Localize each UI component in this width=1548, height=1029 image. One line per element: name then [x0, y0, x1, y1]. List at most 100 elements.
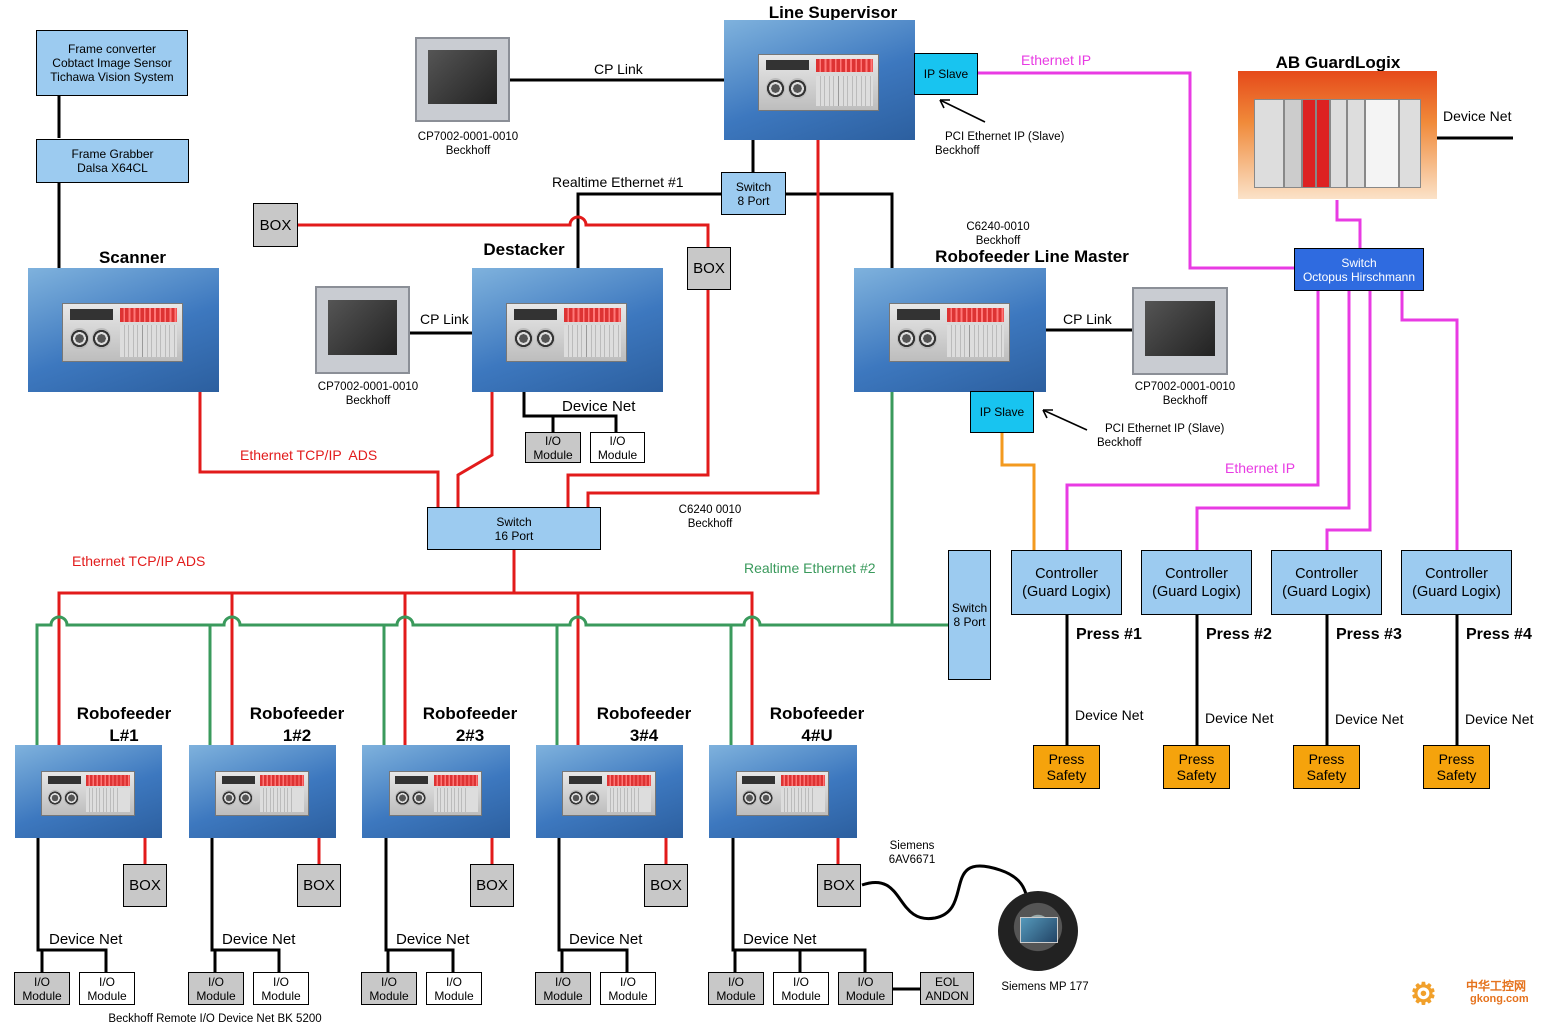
frame-grabber-line1: Frame Grabber — [71, 147, 154, 161]
line-supervisor-rack — [724, 20, 915, 140]
io-module-label-1: I/O — [792, 974, 809, 989]
press-safety-4: Press Safety — [1423, 745, 1490, 789]
io-module-label-2: Module — [533, 447, 573, 462]
switch-8-port-top: Switch 8 Port — [721, 172, 786, 215]
io-module-destacker-2: I/O Module — [590, 432, 645, 463]
switch-8-top-line1: Switch — [735, 179, 772, 194]
io-module-label-1: I/O — [380, 974, 397, 989]
robofeeder-3-title-line1: Robofeeder — [422, 704, 518, 723]
controller-3-line1: Controller — [1295, 565, 1358, 582]
cp-link-top-label: CP Link — [594, 61, 643, 77]
switch-16-port: Switch 16 Port — [427, 507, 601, 550]
io-module-rf1-2: I/O Module — [79, 972, 135, 1005]
io-module-rf5-2: I/O Module — [773, 972, 829, 1005]
box-robofeeder-5: BOX — [817, 864, 861, 907]
c6240-note-line1: C6240 0010 — [678, 504, 742, 516]
io-module-label-1: I/O — [554, 974, 571, 989]
robofeeder-4-title-line1: Robofeeder — [596, 704, 692, 723]
octopus-line1: Switch — [1341, 255, 1377, 270]
cp-line-master-caption: CP7002-0001-0010 Beckhoff — [1120, 380, 1250, 408]
io-module-rf4-1: I/O Module — [535, 972, 591, 1005]
c6240-note-line2: Beckhoff — [687, 518, 733, 530]
cp-panel-line-master — [1132, 287, 1228, 375]
pci-note-line-master: PCI Ethernet IP (Slave) Beckhoff — [1097, 422, 1224, 450]
cp-destacker-caption: CP7002-0001-0010 Beckhoff — [305, 380, 431, 408]
eol-andon-line1: EOL — [934, 974, 959, 989]
robofeeder-3-title: Robofeeder 2#3 — [406, 703, 534, 747]
line-master-caption-line2: Beckhoff — [975, 235, 1021, 247]
controller-press-4: Controller (Guard Logix) — [1401, 550, 1512, 615]
ip-slave-line-master: IP Slave — [970, 391, 1034, 433]
frame-converter-box: Frame converter Cobtact Image Sensor Tic… — [36, 30, 188, 96]
io-module-label-2: Module — [196, 988, 236, 1003]
io-module-rf2-1: I/O Module — [188, 972, 244, 1005]
switch-8-bottom-line1: Switch — [951, 601, 988, 615]
robofeeder-2-device-net: Device Net — [222, 931, 296, 948]
io-module-rf4-2: I/O Module — [600, 972, 656, 1005]
io-module-label-1: I/O — [609, 433, 626, 448]
io-module-label-2: Module — [781, 988, 821, 1003]
cp-link-destacker-label: CP Link — [420, 311, 469, 327]
press-1-device-net: Device Net — [1075, 707, 1144, 723]
pci-note-top-line2: Beckhoff — [935, 145, 980, 157]
press-safety-2: Press Safety — [1163, 745, 1230, 789]
watermark-gear-icon: ⚙ — [1410, 978, 1437, 1011]
press-safety-4-line2: Safety — [1436, 767, 1477, 783]
cp-link-line-master-label: CP Link — [1063, 311, 1112, 327]
line-master-caption: C6240-0010 Beckhoff — [948, 220, 1048, 248]
io-module-label-2: Module — [261, 988, 301, 1003]
robofeeder-3-title-line2: 2#3 — [455, 726, 485, 745]
scanner-title: Scanner — [98, 248, 167, 267]
frame-converter-line2: Cobtact Image Sensor — [52, 56, 172, 70]
io-module-label-2: Module — [434, 988, 474, 1003]
io-module-label-2: Module — [608, 988, 648, 1003]
pci-note-lm-line1: PCI Ethernet IP (Slave) — [1105, 423, 1225, 435]
press-4-label: Press #4 — [1466, 626, 1532, 643]
switch-8-port-bottom: Switch 8 Port — [948, 550, 991, 680]
io-module-label-1: I/O — [619, 974, 636, 989]
eol-andon-line2: ANDON — [925, 988, 969, 1003]
io-module-label-1: I/O — [857, 974, 874, 989]
io-module-label-2: Module — [845, 988, 886, 1003]
robofeeder-2-title-line2: 1#2 — [282, 726, 312, 745]
siemens-mp177-label: Siemens MP 177 — [1001, 981, 1089, 993]
realtime-ethernet-1-label: Realtime Ethernet #1 — [552, 174, 684, 190]
io-module-label-2: Module — [22, 988, 62, 1003]
press-safety-1-line1: Press — [1048, 751, 1085, 767]
destacker-device-net-label: Device Net — [562, 398, 636, 415]
controller-1-line1: Controller — [1035, 565, 1098, 582]
robofeeder-4-title: Robofeeder 3#4 — [580, 703, 708, 747]
press-safety-3-line1: Press — [1308, 751, 1345, 767]
ethernet-ip-top-label: Ethernet IP — [1021, 52, 1092, 68]
guardlogix-title: AB GuardLogix — [1275, 53, 1401, 72]
box-robofeeder-4: BOX — [644, 864, 688, 907]
switch-8-bottom-line2: 8 Port — [953, 615, 986, 629]
controller-4-line2: (Guard Logix) — [1412, 583, 1501, 600]
cp-top-caption-line2: Beckhoff — [445, 145, 491, 157]
io-module-label-1: I/O — [207, 974, 224, 989]
io-module-label-1: I/O — [33, 974, 50, 989]
io-module-label-2: Module — [369, 988, 409, 1003]
controller-press-1: Controller (Guard Logix) — [1011, 550, 1122, 615]
cp-panel-top — [415, 37, 510, 122]
frame-converter-line1: Frame converter — [67, 42, 157, 56]
robofeeder-1-title: Robofeeder L#1 — [60, 703, 188, 747]
press-safety-1-line2: Safety — [1046, 767, 1087, 783]
siemens-cable-label: Siemens 6AV6671 — [876, 839, 948, 867]
box-top-left: BOX — [253, 203, 298, 247]
line-master-title: Robofeeder Line Master — [935, 247, 1129, 266]
robofeeder-5-device-net: Device Net — [743, 931, 817, 948]
switch-16-line2: 16 Port — [494, 528, 534, 543]
robofeeder-3-device-net: Device Net — [396, 931, 470, 948]
box-top-mid: BOX — [687, 247, 731, 290]
controller-press-2: Controller (Guard Logix) — [1141, 550, 1252, 615]
pci-note-top-line1: PCI Ethernet IP (Slave) — [945, 131, 1065, 143]
robofeeder-5-title-line2: 4#U — [801, 726, 833, 745]
io-module-label-1: I/O — [98, 974, 115, 989]
io-module-rf5-3: I/O Module — [838, 972, 893, 1005]
robofeeder-4-title-line2: 3#4 — [629, 726, 659, 745]
press-1-label: Press #1 — [1076, 626, 1142, 643]
robofeeder-2-title-line1: Robofeeder — [249, 704, 345, 723]
controller-2-line1: Controller — [1165, 565, 1228, 582]
ethernet-tcp-ip-label-1: Ethernet TCP/IP ADS — [240, 447, 378, 463]
